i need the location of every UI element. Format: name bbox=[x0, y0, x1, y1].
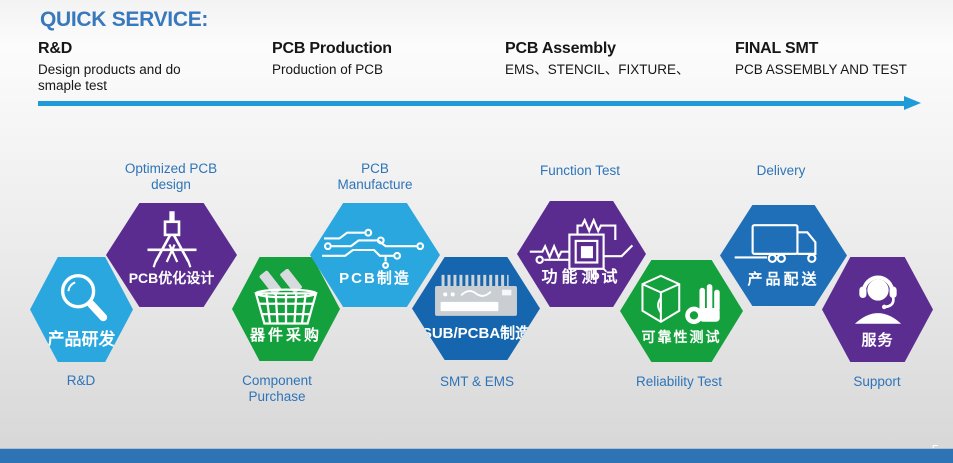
step-label-en-function: Function Test bbox=[539, 163, 621, 178]
reliability-box-hand-icon bbox=[640, 274, 720, 325]
delivery-truck-icon bbox=[734, 224, 816, 264]
phase-pcb-assembly: PCB Assembly EMS、STENCIL、FIXTURE、 bbox=[505, 40, 730, 78]
step-label-en-rd: R&D bbox=[66, 373, 96, 388]
step-label-cn: 器件采购 bbox=[249, 327, 322, 344]
step-label-en-support: Support bbox=[853, 374, 901, 389]
circuit-traces-icon bbox=[322, 228, 425, 269]
step-label-en-reliability: Reliability Test bbox=[635, 374, 723, 389]
step-hexagon-smt-ems: SUB/PCBA制造 bbox=[412, 257, 540, 360]
step-label-cn: PCB制造 bbox=[339, 270, 411, 287]
timeline-arrow-head bbox=[904, 96, 921, 110]
step-label-en-delivery: Delivery bbox=[756, 163, 806, 178]
footer-bar bbox=[0, 448, 953, 463]
phase-subtitle: PCB ASSEMBLY AND TEST bbox=[735, 62, 907, 77]
step-label-cn: 服务 bbox=[861, 332, 894, 349]
phase-title: PCB Assembly bbox=[505, 40, 616, 57]
phase-subtitle: EMS、STENCIL、FIXTURE、 bbox=[505, 62, 690, 77]
step-label-cn: 可靠性测试 bbox=[641, 329, 722, 345]
pcb-board-icon bbox=[435, 274, 517, 316]
step-hexagon-pcb-design: PCB优化设计 bbox=[106, 203, 237, 307]
step-label-en-smt-ems: SMT & EMS bbox=[439, 374, 514, 389]
phase-title: PCB Production bbox=[272, 40, 392, 57]
step-hexagon-reliability-test: 可靠性测试 bbox=[620, 260, 743, 362]
step-label-cn: SUB/PCBA制造 bbox=[421, 325, 531, 342]
timeline-arrow-line bbox=[38, 101, 906, 106]
step-label-en-manufacture: PCB Manufacture bbox=[337, 161, 413, 192]
shopping-basket-icon bbox=[254, 269, 318, 325]
step-label-cn: PCB优化设计 bbox=[128, 270, 215, 286]
step-label-en-pcb-design: Optimized PCB design bbox=[124, 161, 218, 192]
ic-chip-test-icon bbox=[529, 218, 633, 280]
step-hexagon-delivery: 产品配送 bbox=[720, 205, 847, 306]
step-hexagon-support: 服务 bbox=[822, 257, 933, 362]
step-label-cn: 产品配送 bbox=[747, 271, 820, 288]
magnifier-icon bbox=[60, 274, 107, 322]
page-title: QUICK SERVICE: bbox=[40, 8, 209, 31]
phase-pcb-production: PCB Production Production of PCB bbox=[272, 40, 482, 78]
phase-title: R&D bbox=[38, 40, 73, 57]
step-label-cn: 功能测试 bbox=[541, 269, 622, 286]
phase-subtitle: Production of PCB bbox=[272, 62, 384, 77]
step-hexagon-function-test: 功能测试 bbox=[517, 201, 646, 307]
phase-subtitle: Design products and do smaple test bbox=[38, 62, 181, 94]
headset-support-icon bbox=[854, 275, 901, 324]
phase-final-smt: FINAL SMT PCB ASSEMBLY AND TEST bbox=[735, 40, 950, 78]
phase-title: FINAL SMT bbox=[735, 40, 819, 57]
drafting-compass-icon bbox=[147, 211, 196, 268]
step-label-en-component: Component Purchase bbox=[242, 373, 312, 404]
step-label-cn: 产品研发 bbox=[47, 330, 116, 349]
phase-rd: R&D Design products and do smaple test bbox=[38, 40, 223, 95]
